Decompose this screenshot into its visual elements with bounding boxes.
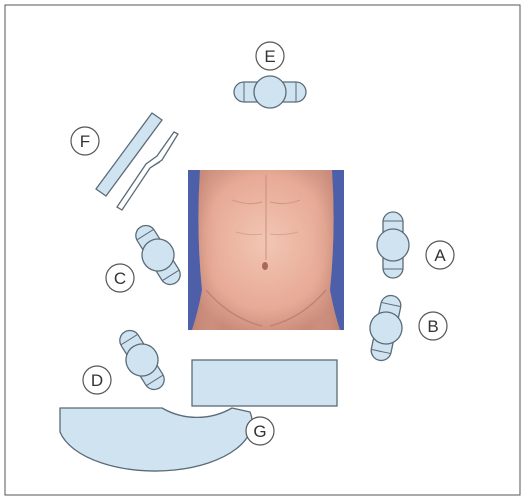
label-d: D	[83, 366, 111, 394]
abdomen-image	[188, 170, 344, 330]
svg-text:B: B	[427, 317, 438, 336]
label-g: G	[246, 417, 274, 445]
label-a: A	[426, 241, 454, 269]
svg-text:D: D	[91, 371, 103, 390]
label-f: F	[71, 127, 99, 155]
svg-text:E: E	[264, 47, 275, 66]
label-b: B	[419, 312, 447, 340]
label-c: C	[106, 264, 134, 292]
svg-text:A: A	[434, 246, 446, 265]
svg-text:G: G	[253, 422, 266, 441]
label-e: E	[256, 42, 284, 70]
svg-text:C: C	[114, 269, 126, 288]
svg-text:F: F	[80, 132, 90, 151]
